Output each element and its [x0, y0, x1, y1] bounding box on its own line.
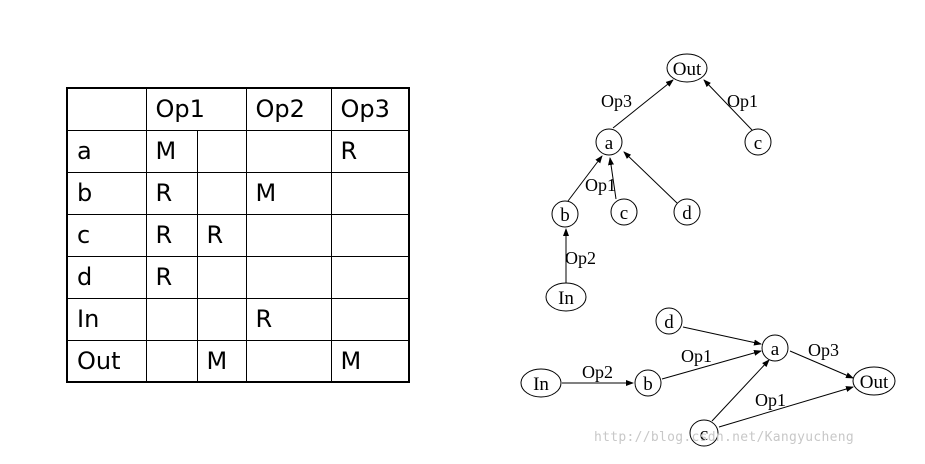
edge-a-out — [789, 350, 854, 379]
node-label: a — [771, 339, 780, 360]
table-cell: Op3 — [330, 87, 410, 131]
tree-diagram: Out a c b c d In Op3 Op1 Op1 Op2 — [545, 53, 772, 312]
edge-label: Op3 — [808, 340, 839, 360]
node-label: Out — [860, 372, 889, 393]
node-a — [595, 128, 623, 156]
table-cell: a — [66, 129, 147, 173]
node-label: c — [754, 133, 762, 154]
table-cell: M — [245, 171, 332, 215]
node-label: In — [533, 374, 549, 395]
edge-c-a — [608, 157, 617, 200]
edge-d-a — [623, 151, 678, 204]
edge-label: Op1 — [585, 175, 616, 195]
edge-b-a — [661, 350, 762, 380]
edge-label: Op3 — [601, 91, 632, 111]
edge-c-a — [711, 359, 770, 422]
table-cell — [245, 339, 332, 383]
table-cell: Op1 — [145, 87, 247, 131]
table-cell — [196, 171, 247, 215]
node-d — [673, 198, 701, 226]
table-cell: b — [66, 171, 147, 215]
edge-d-a — [682, 326, 762, 346]
table-cell: Out — [66, 339, 147, 383]
table-cell: R — [330, 129, 410, 173]
table-cell: M — [145, 129, 198, 173]
table-cell: In — [66, 297, 147, 341]
node-label: d — [664, 312, 674, 333]
node-label: a — [605, 133, 614, 154]
node-label: b — [560, 205, 570, 226]
edge-b-a — [567, 155, 603, 202]
table-row: c R R — [66, 213, 410, 257]
node-label: Out — [673, 59, 702, 80]
node-d — [655, 307, 683, 335]
access-table: Op1 Op2 Op3 a M R b R M c R R d R In R O — [66, 87, 410, 383]
node-c — [689, 419, 719, 447]
node-label: c — [700, 424, 708, 445]
edge-label: Op1 — [727, 91, 758, 111]
table-cell — [196, 255, 247, 299]
table-cell: R — [145, 255, 198, 299]
table-row: b R M — [66, 171, 410, 215]
watermark: http://blog.csdn.net/Kangyucheng — [594, 430, 855, 445]
edge-c-out — [703, 79, 753, 131]
node-out — [852, 366, 896, 396]
node-in — [520, 368, 562, 398]
table-row: Out M M — [66, 339, 410, 383]
node-label: In — [558, 288, 574, 309]
node-c — [744, 128, 772, 156]
table-cell — [145, 339, 198, 383]
table-cell: c — [66, 213, 147, 257]
node-in — [545, 282, 587, 312]
table-row: In R — [66, 297, 410, 341]
edge-label: Op1 — [755, 390, 786, 410]
edge-a-out — [612, 79, 674, 129]
table-cell — [245, 213, 332, 257]
edge-label: Op2 — [582, 362, 613, 382]
table-row: d R — [66, 255, 410, 299]
node-label: c — [620, 203, 628, 224]
edge-c-out — [718, 386, 854, 428]
node-out — [666, 53, 708, 83]
edge-label: Op2 — [565, 248, 596, 268]
edge-label: Op1 — [681, 346, 712, 366]
table-cell: M — [196, 339, 247, 383]
table-cell: M — [330, 339, 410, 383]
node-b — [634, 369, 662, 397]
table-cell: R — [196, 213, 247, 257]
graph-diagram: d a In b Out c Op2 Op1 Op3 Op1 — [520, 307, 896, 447]
node-a — [761, 334, 789, 362]
node-c — [610, 198, 638, 226]
node-label: b — [643, 374, 653, 395]
node-b — [551, 200, 579, 228]
node-label: d — [682, 203, 692, 224]
table-cell — [330, 171, 410, 215]
